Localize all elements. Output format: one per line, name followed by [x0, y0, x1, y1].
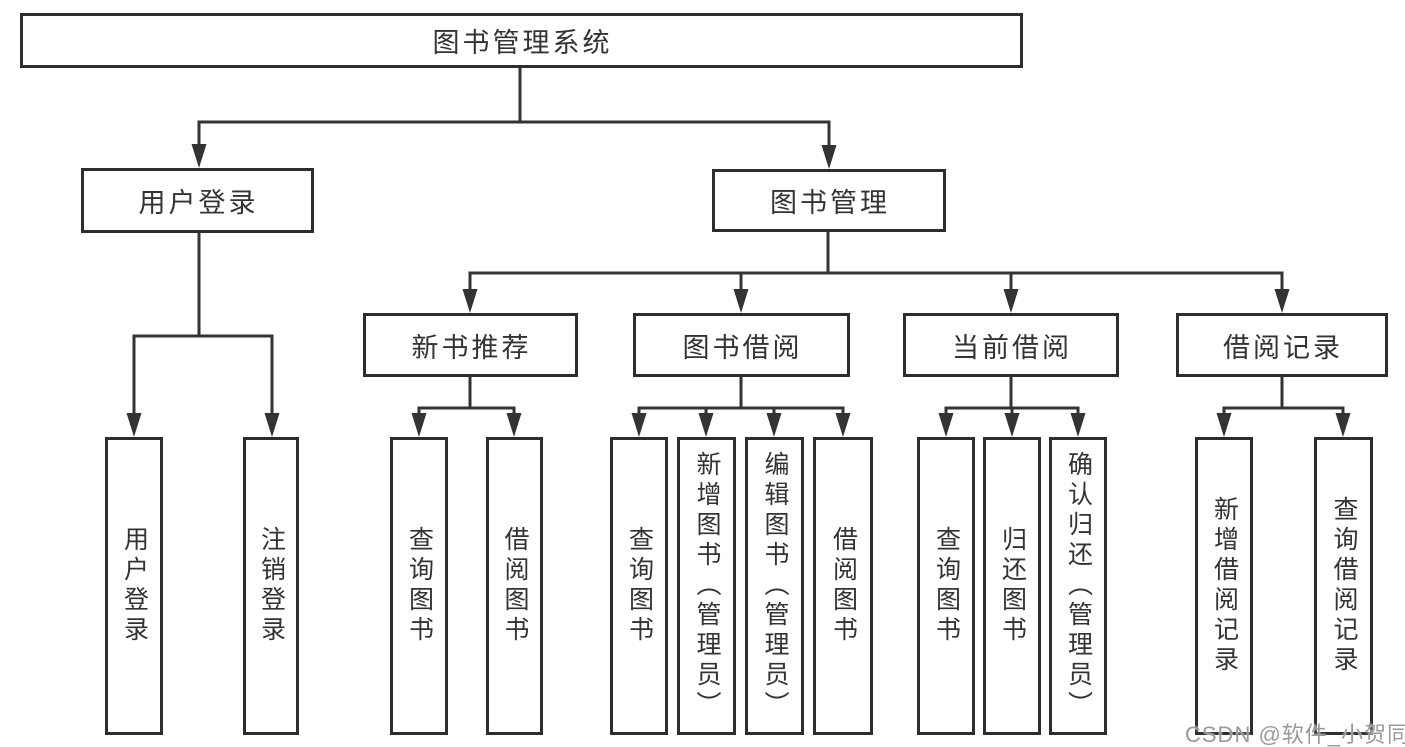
wire-book-branch — [468, 232, 1284, 292]
node-new-book-recommend: 新书推荐 — [363, 313, 578, 377]
wire-newbook-children — [417, 377, 516, 416]
arrowhead-icon — [1003, 289, 1019, 313]
node-new-book-recommend-label: 新书推荐 — [411, 332, 532, 363]
node-user-login: 用户登录 — [81, 168, 314, 233]
leaf-return-books-label: 归还图书 — [998, 526, 1027, 646]
node-book-borrow-label: 图书借阅 — [682, 332, 803, 363]
node-book-management: 图书管理 — [712, 169, 946, 232]
leaf-logout-label: 注销登录 — [257, 526, 286, 646]
arrowhead-icon — [411, 413, 427, 437]
leaf-borrow-books-recommend: 借阅图书 — [486, 437, 543, 735]
leaf-query-books-borrow: 查询图书 — [610, 437, 668, 735]
leaf-edit-book-admin-label: 编辑图书（管理员） — [761, 451, 789, 721]
node-borrow-records-label: 借阅记录 — [1223, 332, 1343, 363]
arrowhead-icon — [1274, 289, 1290, 313]
arrowhead-icon — [766, 413, 782, 437]
node-book-borrow: 图书借阅 — [633, 313, 850, 377]
arrowhead-icon — [821, 145, 837, 169]
leaf-confirm-return-admin: 确认归还（管理员） — [1049, 437, 1107, 735]
leaf-add-book-admin: 新增图书（管理员） — [677, 437, 736, 735]
leaf-add-book-admin-label: 新增图书（管理员） — [693, 451, 721, 721]
leaf-query-books-recommend: 查询图书 — [390, 437, 448, 735]
leaf-borrow-books-label: 借阅图书 — [829, 526, 858, 646]
arrowhead-icon — [506, 413, 522, 437]
node-current-borrow: 当前借阅 — [903, 313, 1119, 377]
node-root: 图书管理系统 — [20, 13, 1023, 68]
arrowhead-icon — [126, 413, 142, 437]
leaf-query-books-current: 查询图书 — [917, 437, 975, 735]
leaf-add-borrow-record-label: 新增借阅记录 — [1210, 496, 1239, 676]
arrowhead-icon — [264, 413, 280, 437]
arrowheads — [126, 144, 1351, 437]
wire-borrowrecords-children — [1222, 377, 1345, 416]
node-borrow-records: 借阅记录 — [1176, 313, 1388, 377]
leaf-add-borrow-record: 新增借阅记录 — [1195, 437, 1253, 735]
leaf-user-login-label: 用户登录 — [120, 526, 149, 646]
leaf-logout: 注销登录 — [243, 437, 299, 735]
arrowhead-icon — [1216, 413, 1232, 437]
wire-bookborrow-children — [637, 377, 845, 416]
wire-root-to-level2 — [197, 68, 831, 148]
node-user-login-label: 用户登录 — [138, 188, 259, 218]
arrowhead-icon — [835, 413, 851, 437]
arrowhead-icon — [1335, 413, 1351, 437]
wire-user-branch — [132, 233, 274, 416]
node-current-borrow-label: 当前借阅 — [952, 332, 1072, 363]
arrowhead-icon — [698, 413, 714, 437]
arrowhead-icon — [191, 144, 207, 168]
node-root-label: 图书管理系统 — [432, 28, 613, 58]
leaf-query-borrow-record-label: 查询借阅记录 — [1330, 496, 1358, 676]
arrowhead-icon — [733, 289, 749, 313]
leaf-query-books-current-label: 查询图书 — [932, 526, 961, 646]
leaf-edit-book-admin: 编辑图书（管理员） — [745, 437, 804, 735]
node-book-management-label: 图书管理 — [770, 188, 890, 218]
arrowhead-icon — [1004, 413, 1020, 437]
leaf-query-books-borrow-label: 查询图书 — [625, 526, 654, 646]
leaf-confirm-return-admin-label: 确认归还（管理员） — [1064, 451, 1093, 721]
leaf-return-books: 归还图书 — [983, 437, 1041, 735]
arrowhead-icon — [462, 289, 478, 313]
leaf-borrow-books: 借阅图书 — [813, 437, 873, 735]
wire-currentborrow-children — [944, 377, 1080, 416]
arrowhead-icon — [938, 413, 954, 437]
arrowhead-icon — [631, 413, 647, 437]
csdn-watermark: CSDN @软件_小贺同学 — [1185, 722, 1405, 747]
leaf-user-login: 用户登录 — [105, 437, 163, 735]
leaf-borrow-books-recommend-label: 借阅图书 — [501, 526, 529, 646]
leaf-query-books-recommend-label: 查询图书 — [405, 526, 434, 646]
leaf-query-borrow-record: 查询借阅记录 — [1314, 437, 1373, 735]
arrowhead-icon — [1070, 413, 1086, 437]
